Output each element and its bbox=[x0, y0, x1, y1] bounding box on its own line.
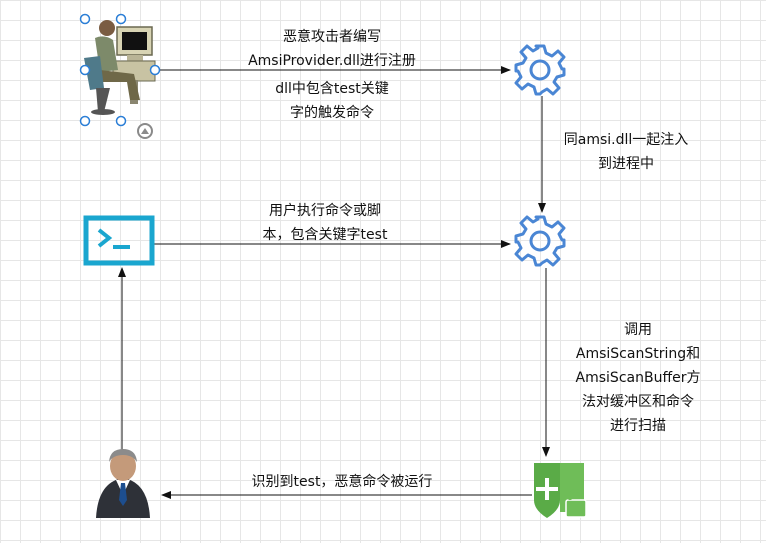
selection-handles[interactable] bbox=[79, 13, 161, 127]
rotate-handle-icon[interactable] bbox=[137, 123, 153, 139]
shield-lock-icon bbox=[534, 463, 587, 518]
label-trigger: dll中包含test关键 字的触发命令 bbox=[275, 81, 389, 121]
label-inject: 同amsi.dll一起注入 到进程中 bbox=[563, 132, 689, 172]
hacker-at-computer-icon bbox=[84, 20, 156, 115]
label-scan: 调用 AmsiScanString和 AmsiScanBuffer方 法对缓冲区… bbox=[575, 322, 701, 434]
label-detected: 识别到test，恶意命令被运行 bbox=[251, 474, 433, 490]
label-attacker-write: 恶意攻击者编写 AmsiProvider.dll进行注册 bbox=[248, 29, 416, 69]
gear-icon bbox=[514, 215, 566, 267]
gear-icon bbox=[514, 44, 566, 96]
businessman-icon bbox=[96, 449, 150, 518]
label-user-exec: 用户执行命令或脚 本，包含关键字test bbox=[262, 203, 388, 243]
terminal-icon bbox=[83, 215, 155, 266]
